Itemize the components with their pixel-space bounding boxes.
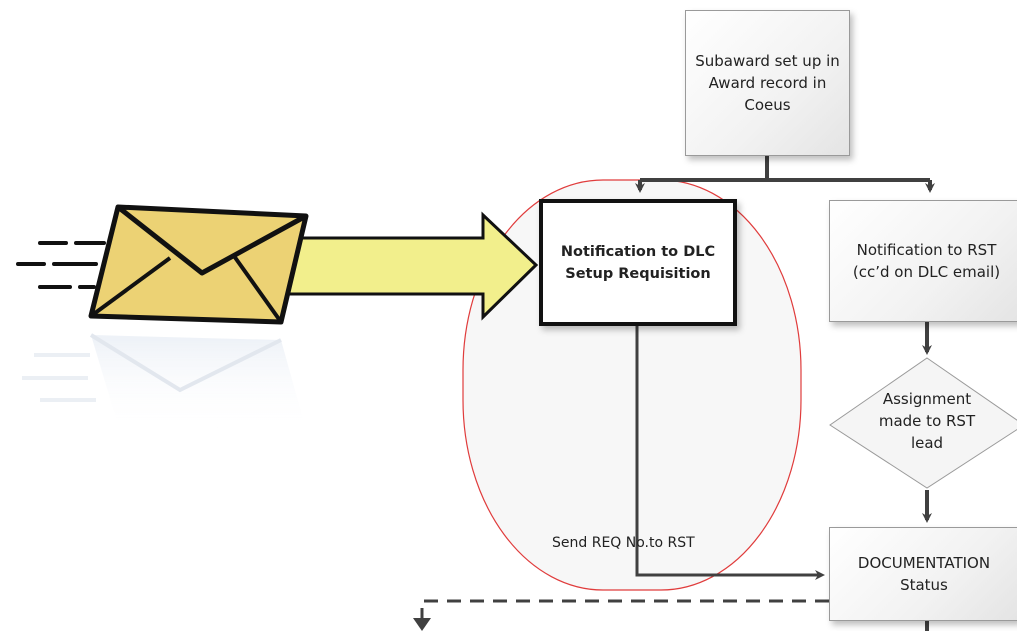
subaward-line-1: Subaward set up in	[695, 52, 840, 70]
speed-lines	[16, 241, 106, 289]
envelope-reflection	[22, 333, 306, 430]
documentation-box: DOCUMENTATION Status	[829, 527, 1017, 621]
assignment-line-1: Assignment	[882, 390, 972, 408]
documentation-line-1: DOCUMENTATION	[857, 554, 991, 572]
dashed-arrowhead	[413, 618, 431, 631]
connector-dashed-documentation	[420, 599, 829, 620]
send-req-label: Send REQ No.to RST	[552, 535, 695, 551]
envelope-icon	[88, 204, 309, 325]
connector-subaward-split	[635, 156, 935, 193]
notify-rst-box: Notification to RST (cc’d on DLC email)	[829, 200, 1017, 322]
connector-send-req	[635, 325, 825, 580]
notify-dlc-box: Notification to DLC Setup Requisition	[539, 199, 737, 326]
assignment-line-2: made to RST	[878, 412, 976, 430]
notify-rst-line-1: Notification to RST	[856, 241, 997, 259]
assignment-diamond	[829, 357, 1017, 489]
notify-dlc-line-2: Setup Requisition	[565, 265, 711, 282]
big-arrow-icon	[272, 211, 539, 321]
subaward-box: Subaward set up in Award record in Coeus	[685, 10, 850, 156]
subaward-line-3: Coeus	[744, 96, 791, 114]
notify-dlc-line-1: Notification to DLC	[560, 243, 716, 260]
documentation-line-2: Status	[900, 576, 948, 594]
notify-rst-line-2: (cc’d on DLC email)	[852, 263, 1001, 281]
assignment-line-3: lead	[910, 434, 944, 452]
assignment-text: Assignment made to RST lead	[852, 388, 1002, 454]
subaward-line-2: Award record in	[708, 74, 827, 92]
